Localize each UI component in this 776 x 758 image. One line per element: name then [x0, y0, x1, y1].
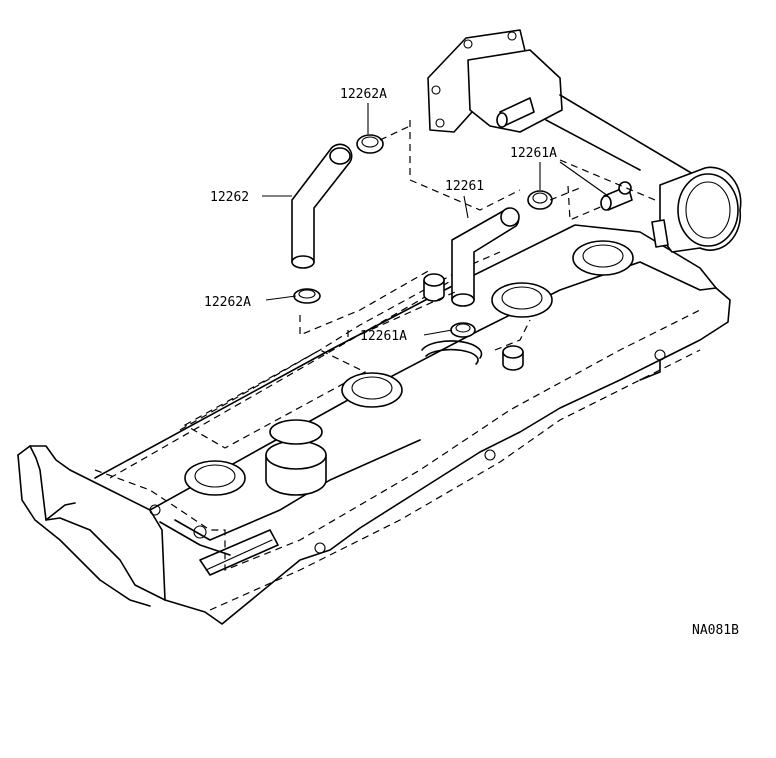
- plug-hole-3: [491, 282, 553, 318]
- label-12261: 12261: [445, 179, 484, 194]
- clamp-12262a-upper: [356, 134, 384, 154]
- callout-12262a-lower: 12262A: [204, 295, 297, 310]
- pcv-port-left: [423, 273, 445, 302]
- intake-flange: [427, 29, 721, 191]
- pcv-port-right: [502, 345, 524, 371]
- label-12262a-lower: 12262A: [204, 295, 251, 310]
- hose-12261: [451, 207, 520, 307]
- callout-12261: 12261: [445, 179, 484, 219]
- label-12261a-upper: 12261A: [510, 146, 557, 161]
- clamp-12261a-upper: [527, 190, 553, 210]
- clamp-12261a-lower: [450, 322, 476, 338]
- plug-hole-2: [341, 372, 403, 408]
- assembly-lines: [299, 120, 656, 351]
- callout-12261a-lower: 12261A: [360, 329, 453, 344]
- plug-hole-1: [184, 460, 246, 496]
- callout-12261a-upper: 12261A: [510, 146, 609, 197]
- hose-12262: [291, 143, 353, 269]
- baffle-slot: [421, 340, 483, 365]
- air-intake-connector: [600, 166, 742, 253]
- label-12262a-upper: 12262A: [340, 87, 387, 102]
- callout-12262a-upper: 12262A: [340, 87, 387, 134]
- diagram-code: NA081B: [692, 623, 739, 638]
- clamp-12262a-lower: [293, 288, 321, 304]
- oil-filler-cap: [265, 419, 327, 496]
- plug-hole-4: [572, 240, 634, 276]
- callout-12262: 12262: [210, 190, 292, 205]
- label-12262: 12262: [210, 190, 249, 205]
- label-12261a-lower: 12261A: [360, 329, 407, 344]
- cylinder-head-cover: [17, 224, 731, 625]
